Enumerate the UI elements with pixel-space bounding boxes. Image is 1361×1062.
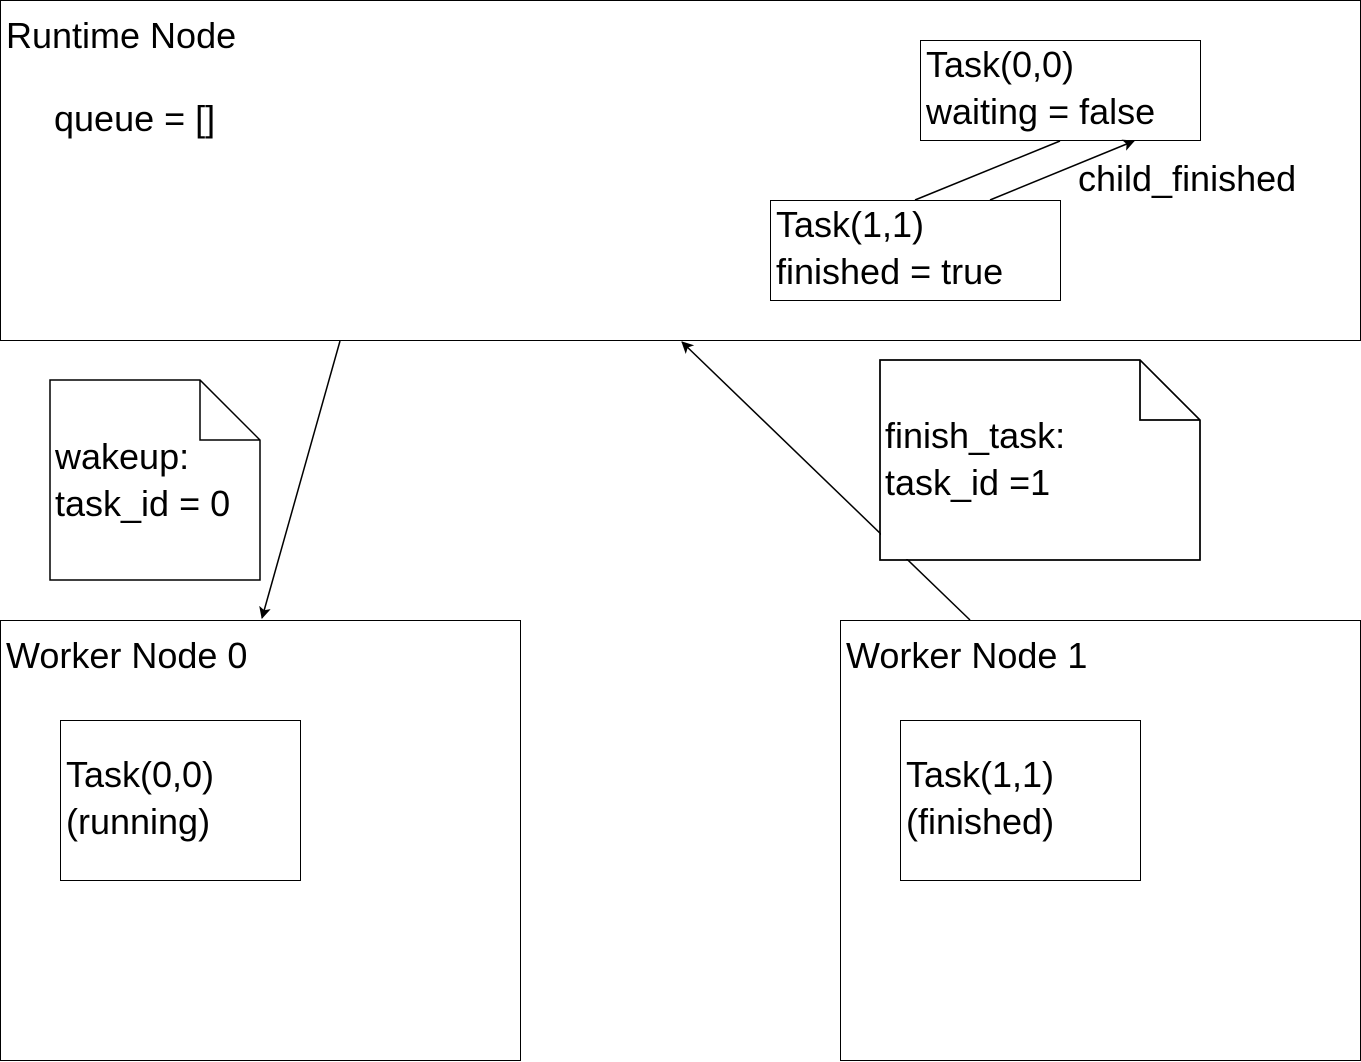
worker-node-0-task-state: (running) bbox=[66, 801, 211, 842]
worker-node-0-title: Worker Node 0 bbox=[6, 635, 248, 676]
worker-node-1-title: Worker Node 1 bbox=[846, 635, 1088, 676]
runtime-task-parent-id: Task(0,0) bbox=[926, 44, 1075, 85]
child-finished-label: child_finished bbox=[1078, 158, 1297, 199]
wakeup-arrow bbox=[259, 340, 341, 619]
worker-node-1-task-text: Task(1,1) (finished) bbox=[906, 751, 1054, 845]
wakeup-note-title: wakeup: bbox=[55, 436, 190, 477]
wakeup-note-task-id: task_id = 0 bbox=[55, 483, 231, 524]
worker-node-1-task bbox=[900, 720, 1141, 881]
runtime-task-child-id: Task(1,1) bbox=[776, 204, 925, 245]
worker-node-1-task-id: Task(1,1) bbox=[906, 754, 1055, 795]
finish-task-note-text: finish_task: task_id =1 bbox=[885, 412, 1065, 506]
runtime-task-parent bbox=[920, 40, 1201, 141]
runtime-task-parent-text: Task(0,0) waiting = false bbox=[926, 41, 1155, 135]
worker-node-0 bbox=[0, 620, 521, 1061]
child-finished-arrow bbox=[989, 139, 1135, 201]
worker-node-0-task-text: Task(0,0) (running) bbox=[66, 751, 214, 845]
worker-node-0-task bbox=[60, 720, 301, 881]
runtime-task-child-text: Task(1,1) finished = true bbox=[776, 201, 1003, 295]
finish-task-note-fill bbox=[881, 421, 1199, 559]
runtime-task-child-state: finished = true bbox=[776, 251, 1004, 292]
runtime-task-parent-state: waiting = false bbox=[926, 91, 1156, 132]
finish-task-note-task-id: task_id =1 bbox=[885, 462, 1051, 503]
worker-node-0-task-id: Task(0,0) bbox=[66, 754, 215, 795]
wakeup-note-text: wakeup: task_id = 0 bbox=[55, 433, 230, 527]
finish-task-note-title: finish_task: bbox=[885, 415, 1066, 456]
runtime-node-title: Runtime Node bbox=[6, 15, 237, 56]
child-parent-link bbox=[914, 140, 1061, 201]
finish-task-arrow bbox=[681, 341, 971, 621]
wakeup-note bbox=[49, 379, 261, 581]
finish-task-note-fill-top bbox=[881, 361, 1139, 421]
worker-node-1-task-state: (finished) bbox=[906, 801, 1055, 842]
queue-label: queue = [] bbox=[54, 98, 216, 139]
